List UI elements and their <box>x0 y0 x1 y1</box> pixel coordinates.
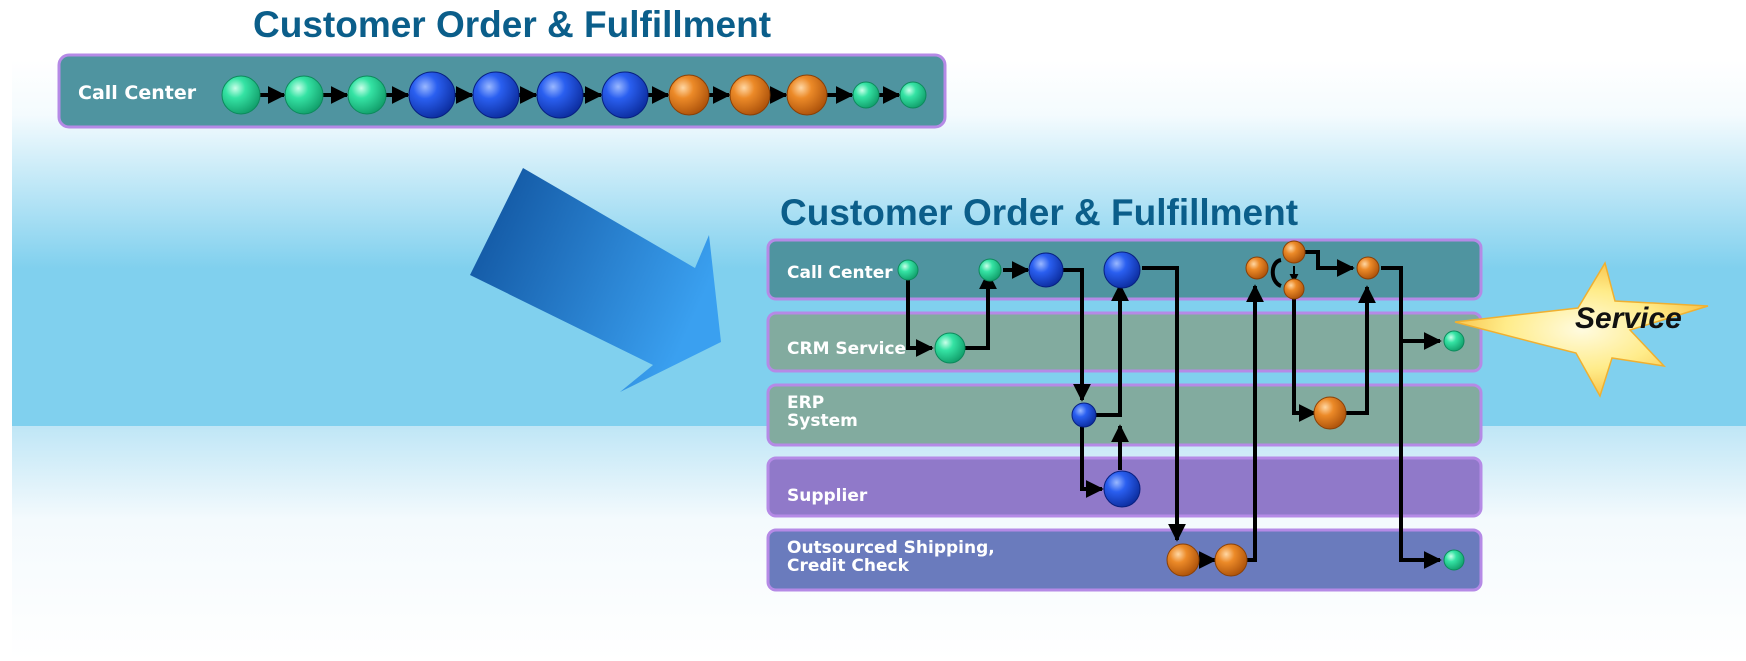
node-orange <box>1356 256 1380 280</box>
top-flow <box>221 71 927 119</box>
node-orange <box>786 74 828 116</box>
node-blue <box>472 71 520 119</box>
connector <box>906 271 934 357</box>
node-green <box>852 81 880 109</box>
node-orange <box>729 74 771 116</box>
node-green <box>978 258 1002 282</box>
node-blue <box>1103 470 1141 508</box>
node-orange <box>1313 396 1347 430</box>
connector <box>1305 250 1355 277</box>
connector <box>1270 258 1283 288</box>
node-green <box>1443 549 1465 571</box>
node-blue <box>1103 251 1141 289</box>
top-lane-label: Call Center <box>78 82 197 104</box>
lane-erp-system <box>766 383 1483 447</box>
node-orange <box>1245 256 1269 280</box>
node-orange <box>1214 543 1248 577</box>
lane-label-outsourced: Outsourced Shipping, Credit Check <box>787 538 995 576</box>
connector <box>1345 285 1376 415</box>
transition-arrow <box>470 168 721 392</box>
connector <box>1095 283 1129 417</box>
connector <box>1399 341 1442 569</box>
node-blue <box>1028 252 1064 288</box>
node-green <box>347 75 387 115</box>
lane-label-crm-service: CRM Service <box>787 339 907 359</box>
node-green <box>934 332 966 364</box>
connector <box>1080 427 1104 498</box>
node-orange <box>1166 543 1200 577</box>
connector <box>1063 268 1091 402</box>
node-orange <box>1283 278 1305 300</box>
node-green <box>284 75 324 115</box>
node-blue <box>601 71 649 119</box>
nodes <box>897 240 1465 577</box>
node-green <box>897 259 919 281</box>
node-green <box>899 81 927 109</box>
top-title: Customer Order & Fulfillment <box>253 4 772 45</box>
node-orange <box>1282 240 1306 264</box>
bottom-title: Customer Order & Fulfillment <box>780 192 1299 233</box>
node-green <box>221 75 261 115</box>
connector <box>1245 284 1264 562</box>
node-blue <box>536 71 584 119</box>
lane-label-supplier: Supplier <box>787 486 868 506</box>
connector <box>962 271 997 350</box>
connector <box>1292 298 1317 422</box>
lane-outsourced <box>766 528 1483 592</box>
node-blue <box>408 71 456 119</box>
connector <box>1381 266 1442 350</box>
node-blue <box>1071 402 1097 428</box>
service-label: Service <box>1575 302 1682 335</box>
node-green <box>1443 330 1465 352</box>
connectors <box>906 250 1442 569</box>
lane-label-call-center: Call Center <box>787 263 893 283</box>
service-starburst <box>1454 261 1709 398</box>
connector <box>1142 266 1186 542</box>
node-orange <box>668 74 710 116</box>
lane-label-erp-system: ERP System <box>787 393 858 431</box>
